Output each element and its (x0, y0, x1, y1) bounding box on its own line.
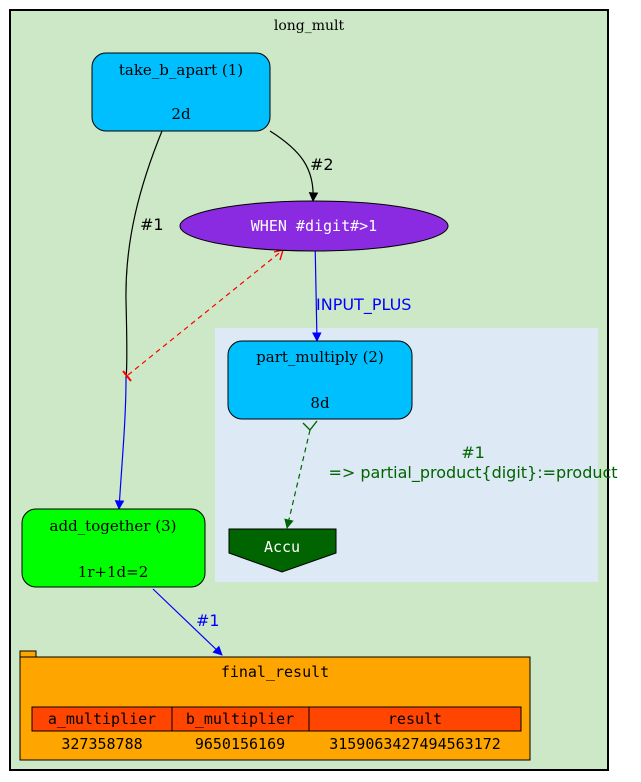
edge-when-to-part: INPUT_PLUS (312, 238, 411, 342)
edge-part-to-accu-label-2: => partial_product{digit}:=product (328, 463, 617, 483)
final-result-column-result: result (388, 710, 442, 728)
final-result-column-b-multiplier: b_multiplier (186, 710, 294, 728)
edge-take-to-add: #1 (114, 130, 164, 510)
semaphore-tee (122, 370, 132, 382)
edge-add-to-final: #1 (152, 588, 223, 656)
node-part-multiply-box (227, 340, 413, 420)
edge-add-to-final-line (152, 588, 223, 656)
edge-take-to-add-label: #1 (140, 215, 164, 234)
final-result-value-a-multiplier: 327358788 (61, 735, 142, 753)
edge-take-to-when-line (269, 130, 319, 202)
final-result-header-cell-3 (308, 706, 522, 732)
final-result-value-result: 3159063427494563172 (329, 735, 501, 753)
semaphore-line (127, 249, 284, 376)
node-add-together-detail: 1r+1d=2 (78, 563, 149, 581)
node-part-multiply[interactable]: part_multiply (2) 8d (227, 340, 413, 420)
node-when-condition-label: WHEN #digit#>1 (251, 217, 377, 235)
edge-add-to-final-label: #1 (196, 611, 220, 630)
node-add-together[interactable]: add_together (3) 1r+1d=2 (21, 508, 206, 588)
node-part-multiply-detail: 8d (310, 394, 330, 412)
final-result-title: final_result (221, 663, 329, 681)
node-when-condition[interactable]: WHEN #digit#>1 (179, 200, 449, 252)
edge-part-to-accu-tail (302, 420, 318, 432)
node-accu[interactable]: Accu (228, 528, 337, 573)
edge-part-to-accu: #1 => partial_product{digit}:=product (284, 420, 618, 529)
node-take-b-apart[interactable]: take_b_apart (1) 2d (91, 52, 271, 132)
node-take-b-apart-title: take_b_apart (1) (119, 61, 243, 79)
node-add-together-title: add_together (3) (50, 517, 177, 535)
node-take-b-apart-detail: 2d (171, 105, 191, 123)
node-accu-label: Accu (264, 538, 300, 556)
edge-when-to-part-label: INPUT_PLUS (316, 295, 411, 315)
final-result-column-a-multiplier: a_multiplier (48, 710, 156, 728)
node-take-b-apart-box (91, 52, 271, 132)
node-when-condition-shape (179, 200, 449, 252)
node-add-together-box (21, 508, 206, 588)
final-result-value-b-multiplier: 9650156169 (195, 735, 285, 753)
edge-take-to-when-label: #2 (310, 155, 334, 174)
edge-part-to-accu-line (284, 429, 311, 529)
cluster-title: long_mult (274, 18, 345, 34)
edge-take-to-add-line-lower (114, 377, 127, 510)
edge-take-to-when: #2 (269, 130, 334, 202)
final-result-folder-tab (19, 650, 37, 658)
final-result-header-cell-2 (171, 706, 310, 732)
edge-when-to-part-line (312, 238, 322, 342)
node-part-multiply-title: part_multiply (2) (256, 348, 384, 366)
node-final-result[interactable]: final_result a_multiplier b_multiplier r… (19, 650, 531, 761)
node-accu-shape (228, 528, 337, 573)
edge-part-to-accu-label-1: #1 (461, 443, 485, 462)
edge-take-to-add-line-upper (125, 130, 163, 379)
